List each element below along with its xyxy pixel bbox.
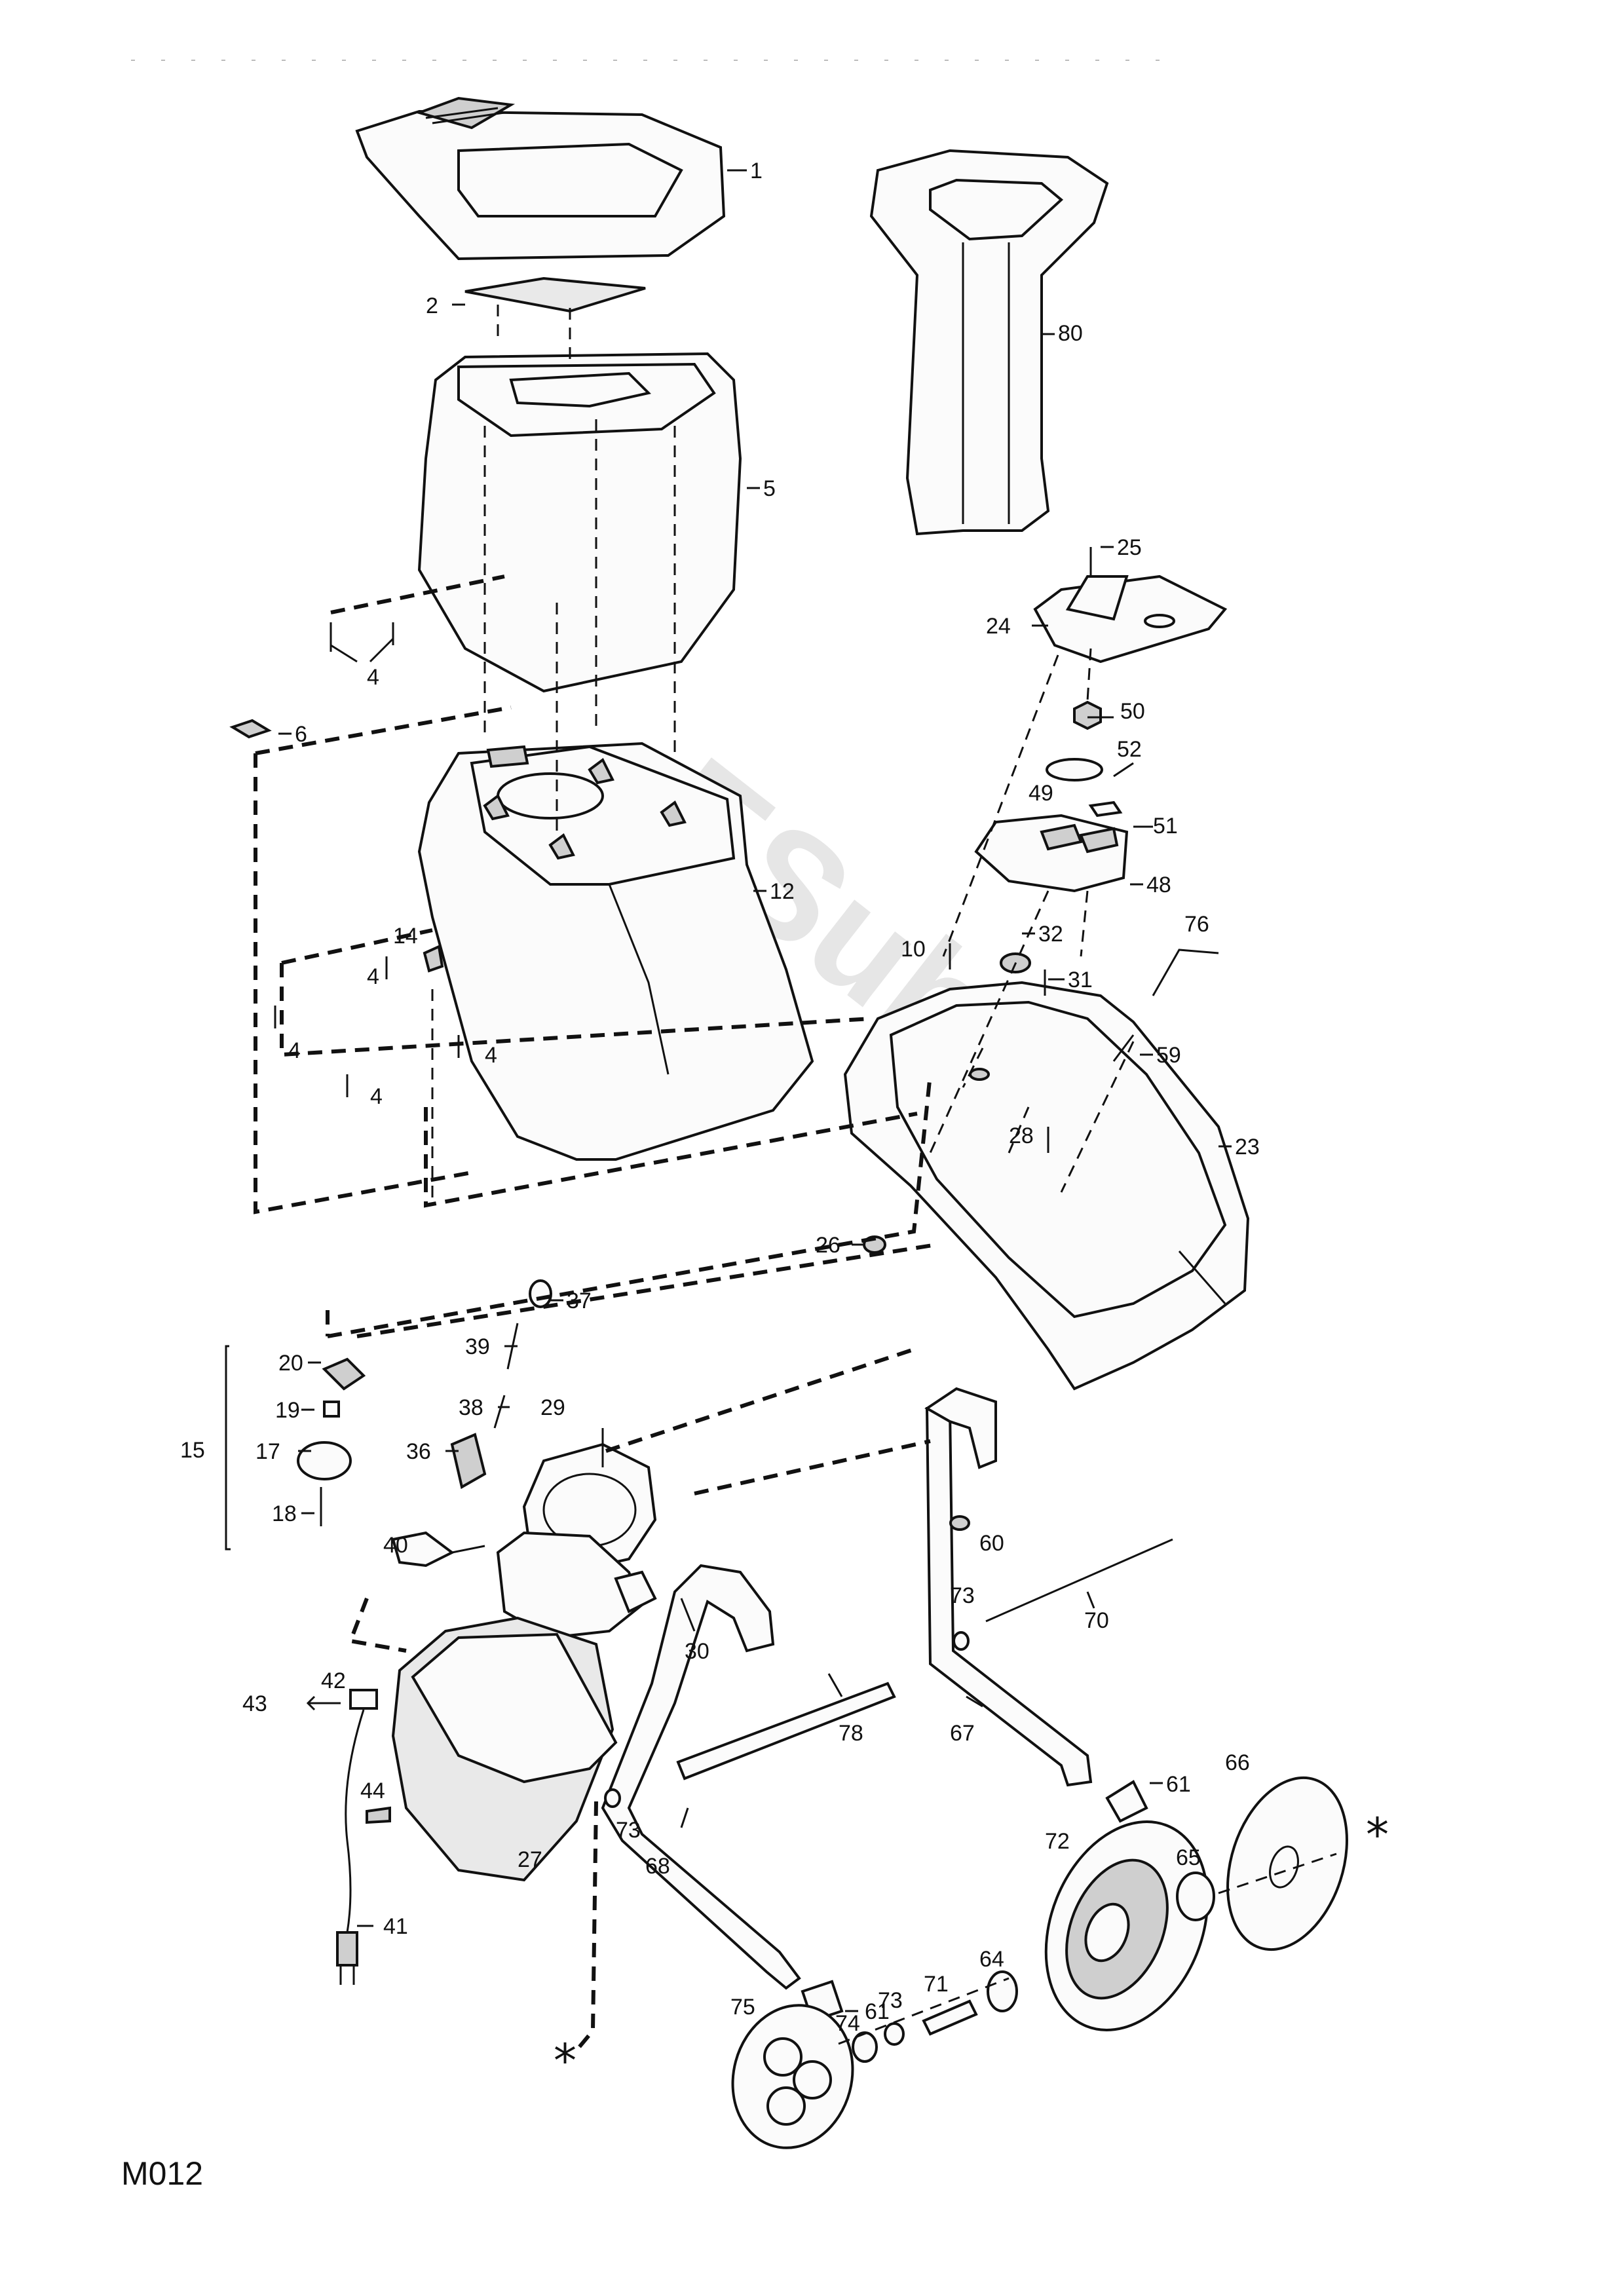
part-24-cover-plate	[1033, 547, 1228, 664]
callout-4-bottom: 4	[370, 1084, 383, 1109]
part-78-axle-tube	[676, 1682, 896, 1780]
part-27-grass-box	[391, 1616, 618, 1882]
callout-25: 25	[1117, 535, 1142, 560]
callout-39: 39	[465, 1334, 490, 1359]
callout-23: 23	[1235, 1135, 1260, 1159]
callout-32: 32	[1038, 922, 1063, 947]
washer-73-frame	[604, 1631, 970, 1808]
callout-10: 10	[901, 937, 926, 962]
parts-48-52-disc-assembly	[974, 700, 1129, 893]
part-4-screws	[274, 622, 460, 1097]
callout-31: 31	[1068, 968, 1093, 992]
callout-78: 78	[839, 1721, 863, 1746]
callout-48: 48	[1146, 873, 1171, 897]
callout-14: 14	[393, 924, 418, 949]
callout-42: 42	[321, 1668, 346, 1693]
part-75-hubcap	[731, 2004, 854, 2149]
part-12-chute-housing	[417, 742, 814, 1161]
callout-29: 29	[540, 1395, 565, 1420]
part-5-upper-housing	[417, 352, 742, 693]
callout-36: 36	[406, 1439, 431, 1464]
callout-37: 37	[567, 1289, 592, 1313]
callout-67: 67	[950, 1721, 975, 1746]
callout-51: 51	[1153, 814, 1178, 838]
callout-49: 49	[1029, 781, 1053, 806]
callout-52: 52	[1117, 737, 1142, 762]
asterisk-marker-left: *	[554, 2034, 576, 2088]
asterisk-marker-right: *	[1366, 1808, 1389, 1862]
callout-73-frame: 73	[950, 1583, 975, 1608]
part-65-bushing	[1176, 1872, 1215, 1921]
callout-66: 66	[1225, 1750, 1250, 1775]
callout-40: 40	[383, 1533, 408, 1558]
callout-73-left: 73	[616, 1818, 641, 1843]
callout-15: 15	[180, 1438, 205, 1463]
assembly-dashed-lines	[254, 305, 1337, 2052]
callout-61-right: 61	[1166, 1772, 1191, 1797]
parts-41-44-power-cable	[306, 1689, 391, 1985]
callout-5: 5	[763, 476, 776, 501]
part-80-push-handle	[869, 149, 1109, 536]
callout-4-mid: 4	[367, 964, 379, 989]
drawing-code: M012	[121, 2155, 203, 2192]
callout-28: 28	[1009, 1123, 1034, 1148]
callout-59: 59	[1156, 1043, 1181, 1068]
callout-labels: 1 2 80 5 25 24 4 6 50 52 49 51 48 12 14 …	[180, 159, 1260, 2036]
part-60-nut	[949, 1515, 970, 1531]
callout-38: 38	[459, 1395, 483, 1420]
callout-72: 72	[1045, 1829, 1070, 1854]
callout-1: 1	[750, 159, 763, 183]
callout-73-wheel: 73	[878, 1988, 903, 2013]
callout-74: 74	[835, 2011, 860, 2036]
callout-41: 41	[383, 1914, 408, 1939]
callout-12: 12	[770, 879, 795, 904]
callout-24: 24	[986, 614, 1011, 639]
callout-30: 30	[685, 1639, 709, 1664]
callout-44: 44	[360, 1778, 385, 1803]
part-66-hubcap	[1226, 1776, 1348, 1951]
callout-68: 68	[645, 1854, 670, 1879]
callout-6: 6	[295, 722, 307, 747]
callout-2: 2	[426, 293, 438, 318]
part-68-frame-tube	[601, 1564, 801, 1990]
callout-4-left: 4	[288, 1038, 301, 1063]
callout-80: 80	[1058, 321, 1083, 346]
callout-64: 64	[979, 1947, 1004, 1972]
part-6-clip	[229, 719, 272, 739]
part-23-base-shell	[843, 981, 1250, 1391]
callout-19: 19	[275, 1398, 300, 1423]
callout-71: 71	[924, 1972, 949, 1997]
callout-61-bottom: 61	[865, 1999, 890, 2024]
callout-4-top: 4	[367, 665, 379, 690]
part-73-washer	[884, 2022, 905, 2046]
part-1-hopper-lid	[355, 96, 726, 261]
part-72-wheel	[1044, 1820, 1209, 2031]
callout-18: 18	[272, 1501, 297, 1526]
part-67-frame-tube	[924, 1387, 1093, 1787]
part-64-bushing	[987, 1970, 1018, 2012]
part-14-clip	[423, 945, 444, 973]
callout-65: 65	[1176, 1845, 1201, 1870]
part-2-gasket	[464, 276, 646, 313]
part-74-nut	[852, 2031, 878, 2063]
callout-17: 17	[255, 1439, 280, 1464]
callout-43: 43	[242, 1691, 267, 1716]
callout-26: 26	[816, 1233, 840, 1258]
part-71-spacer	[922, 1999, 978, 2036]
callout-leaders	[278, 169, 1232, 2012]
callout-4-right: 4	[485, 1043, 497, 1068]
callout-27: 27	[518, 1847, 542, 1872]
callout-50: 50	[1120, 699, 1145, 724]
callout-60: 60	[979, 1531, 1004, 1556]
callout-76: 76	[1184, 912, 1209, 937]
part-70-rod	[985, 1538, 1173, 1623]
callout-70: 70	[1084, 1608, 1109, 1633]
callout-20: 20	[278, 1351, 303, 1376]
callout-75: 75	[730, 1995, 755, 2020]
